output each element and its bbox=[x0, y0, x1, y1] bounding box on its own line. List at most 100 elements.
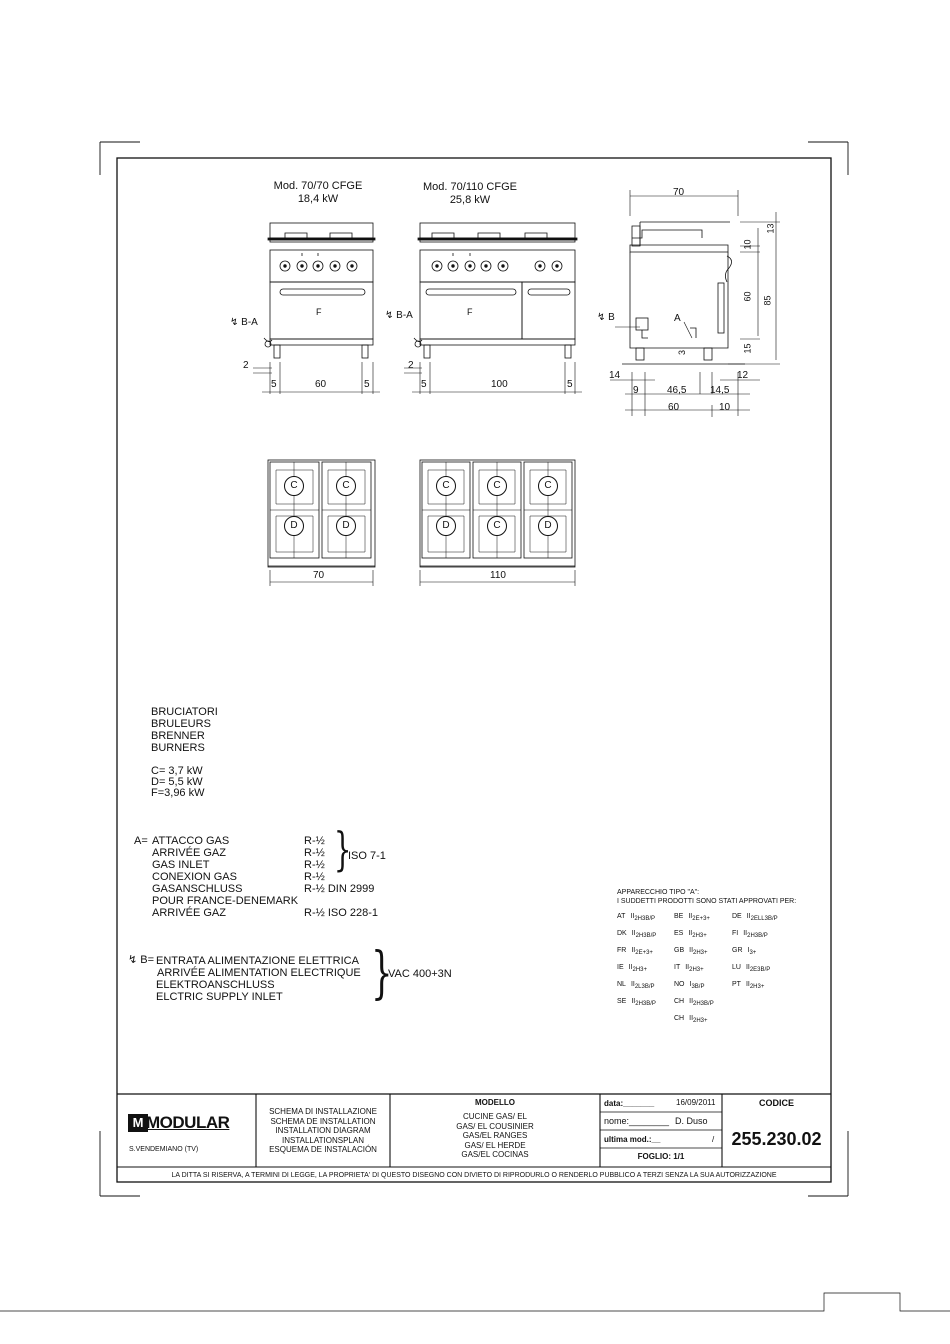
corner-marks bbox=[99, 141, 849, 1197]
approval-country: BE bbox=[674, 913, 684, 920]
approval-subscript: 2H3+ bbox=[693, 950, 708, 956]
approval-subscript: 3+ bbox=[749, 950, 757, 956]
side-h10: 10 bbox=[742, 239, 753, 250]
ultima-value: / bbox=[712, 1135, 715, 1144]
burner-names: BRUCIATORI BRULEURS BRENNER BURNERS bbox=[151, 706, 218, 754]
approval-subscript: 2H3B/P bbox=[747, 933, 768, 939]
side-h85: 85 bbox=[762, 295, 773, 306]
burner-c-circle: C bbox=[538, 476, 558, 496]
gas-row-value: R-½ bbox=[304, 835, 325, 847]
electric-row: ARRIVÉE ALIMENTATION ELECTRIQUE bbox=[157, 967, 361, 979]
approval-category: II bbox=[631, 930, 636, 937]
gas-row-value: R-½ DIN 2999 bbox=[304, 883, 375, 895]
side-view bbox=[610, 190, 780, 417]
modello-line: CUCINE GAS/ EL bbox=[462, 1112, 527, 1121]
approval-country: FI bbox=[732, 930, 739, 937]
approval-category: II bbox=[746, 913, 751, 920]
modello-title: MODELLO bbox=[475, 1098, 515, 1107]
burner-name: BURNERS bbox=[151, 742, 205, 754]
side-d14: 14 bbox=[609, 370, 621, 381]
gas-row-label: ARRIVÉE GAZ bbox=[152, 847, 226, 859]
approval-country: IT bbox=[674, 964, 681, 971]
nome-label: nome:________ bbox=[604, 1116, 670, 1126]
front-dims-70-70 bbox=[253, 362, 380, 394]
schema-lines: SCHEMA DI INSTALLAZIONE SCHEMA DE INSTAL… bbox=[256, 1107, 390, 1155]
brand-name: MODULAR bbox=[146, 1113, 230, 1132]
burner-c-circle: C bbox=[487, 516, 507, 536]
approval-subscript: 2H3B/P bbox=[635, 933, 657, 939]
approval-entry: IT II2H3+ bbox=[674, 964, 704, 973]
burner-c-circle: C bbox=[487, 476, 507, 496]
gas-row-label: ARRIVÉE GAZ bbox=[152, 907, 226, 919]
approval-category: II bbox=[685, 964, 690, 971]
gas-row-value: R-½ bbox=[304, 859, 325, 871]
approval-subscript: 2H3+ bbox=[689, 967, 704, 973]
approval-subscript: 2ELL3B/P bbox=[750, 916, 778, 922]
front-view-70-70 bbox=[263, 222, 376, 359]
approval-subscript: 2H3B/P bbox=[635, 1001, 656, 1007]
approval-category: II bbox=[745, 964, 750, 971]
dim-110-right: 5 bbox=[567, 379, 573, 390]
burner-name: BRUCIATORI bbox=[151, 706, 218, 718]
dim-70-right: 5 bbox=[364, 379, 370, 390]
front-view-70-110 bbox=[413, 222, 578, 359]
top-width-70: 70 bbox=[313, 570, 325, 581]
side-d10: 10 bbox=[719, 402, 731, 413]
approval-category: II bbox=[628, 964, 633, 971]
electric-prefix: ↯ B= bbox=[128, 954, 155, 966]
approval-category: II bbox=[689, 1015, 694, 1022]
approval-category: I bbox=[747, 947, 750, 954]
approval-country: DE bbox=[732, 913, 742, 920]
schema-line: ESQUEMA DE INSTALACIÓN bbox=[269, 1145, 377, 1154]
approval-subscript: 2H3+ bbox=[692, 933, 707, 939]
burner-d-circle: D bbox=[436, 516, 456, 536]
approval-country: NL bbox=[617, 981, 626, 988]
burner-values: C= 3,7 kW D= 5,5 kW F=3,96 kW bbox=[151, 766, 205, 799]
burner-d-circle: D bbox=[538, 516, 558, 536]
model-70-power: 18,4 kW bbox=[297, 193, 339, 205]
approval-country: IE bbox=[617, 964, 624, 971]
schema-line: INSTALLATION DIAGRAM bbox=[275, 1126, 371, 1135]
gas-row-label: CONEXION GAS bbox=[152, 871, 237, 883]
approval-subscript: 2H3B/P bbox=[634, 916, 656, 922]
logo-m-icon: M bbox=[132, 1115, 144, 1130]
sheet-border bbox=[116, 157, 832, 1183]
gas-row: GASANSCHLUSS R-½ DIN 2999 bbox=[152, 884, 382, 896]
dim-110-mid: 100 bbox=[491, 379, 508, 390]
dim-70-mid: 60 bbox=[315, 379, 327, 390]
approval-country: GR bbox=[732, 947, 743, 954]
approval-category: II bbox=[631, 947, 636, 954]
top-view-70-70 bbox=[267, 459, 376, 586]
electric-row: ENTRATA ALIMENTAZIONE ELETTRICA bbox=[156, 955, 359, 967]
electric-row: ELCTRIC SUPPLY INLET bbox=[156, 991, 283, 1003]
approval-category: II bbox=[743, 930, 748, 937]
burner-value: D= 5,5 kW bbox=[151, 776, 203, 788]
approval-category: II bbox=[631, 998, 636, 1005]
dim-two-110: 2 bbox=[408, 360, 414, 371]
approval-country: GB bbox=[674, 947, 685, 954]
burner-name: BRENNER bbox=[151, 730, 205, 742]
gas-row-label: GASANSCHLUSS bbox=[152, 883, 243, 895]
data-label: data:_______ bbox=[604, 1099, 655, 1108]
electric-brace: } bbox=[371, 941, 393, 1006]
side-d12: 12 bbox=[737, 370, 749, 381]
side-h15: 15 bbox=[742, 343, 753, 354]
electric-rows: ENTRATA ALIMENTAZIONE ELETTRICA ARRIVÉE … bbox=[156, 955, 361, 1003]
gas-prefix: A= bbox=[134, 835, 148, 847]
burner-name: BRULEURS bbox=[151, 718, 211, 730]
approval-entry: GR I3+ bbox=[732, 947, 756, 956]
modello-lines: CUCINE GAS/ EL GAS/ EL COUSINIER GAS/EL … bbox=[390, 1112, 600, 1160]
burner-c-circle: C bbox=[436, 476, 456, 496]
